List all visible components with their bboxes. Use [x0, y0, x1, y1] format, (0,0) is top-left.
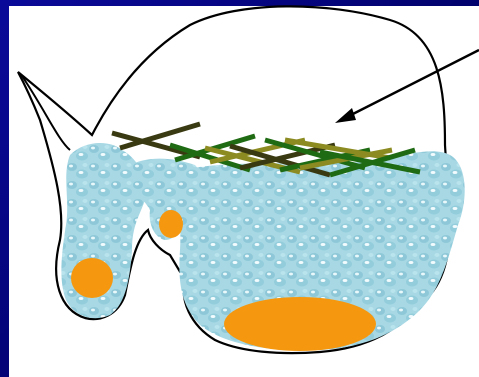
small-orange-blob [159, 210, 183, 238]
left-orange-blob [71, 258, 113, 298]
bottom-orange-blob [224, 297, 376, 351]
pointer-arrow [335, 50, 479, 123]
